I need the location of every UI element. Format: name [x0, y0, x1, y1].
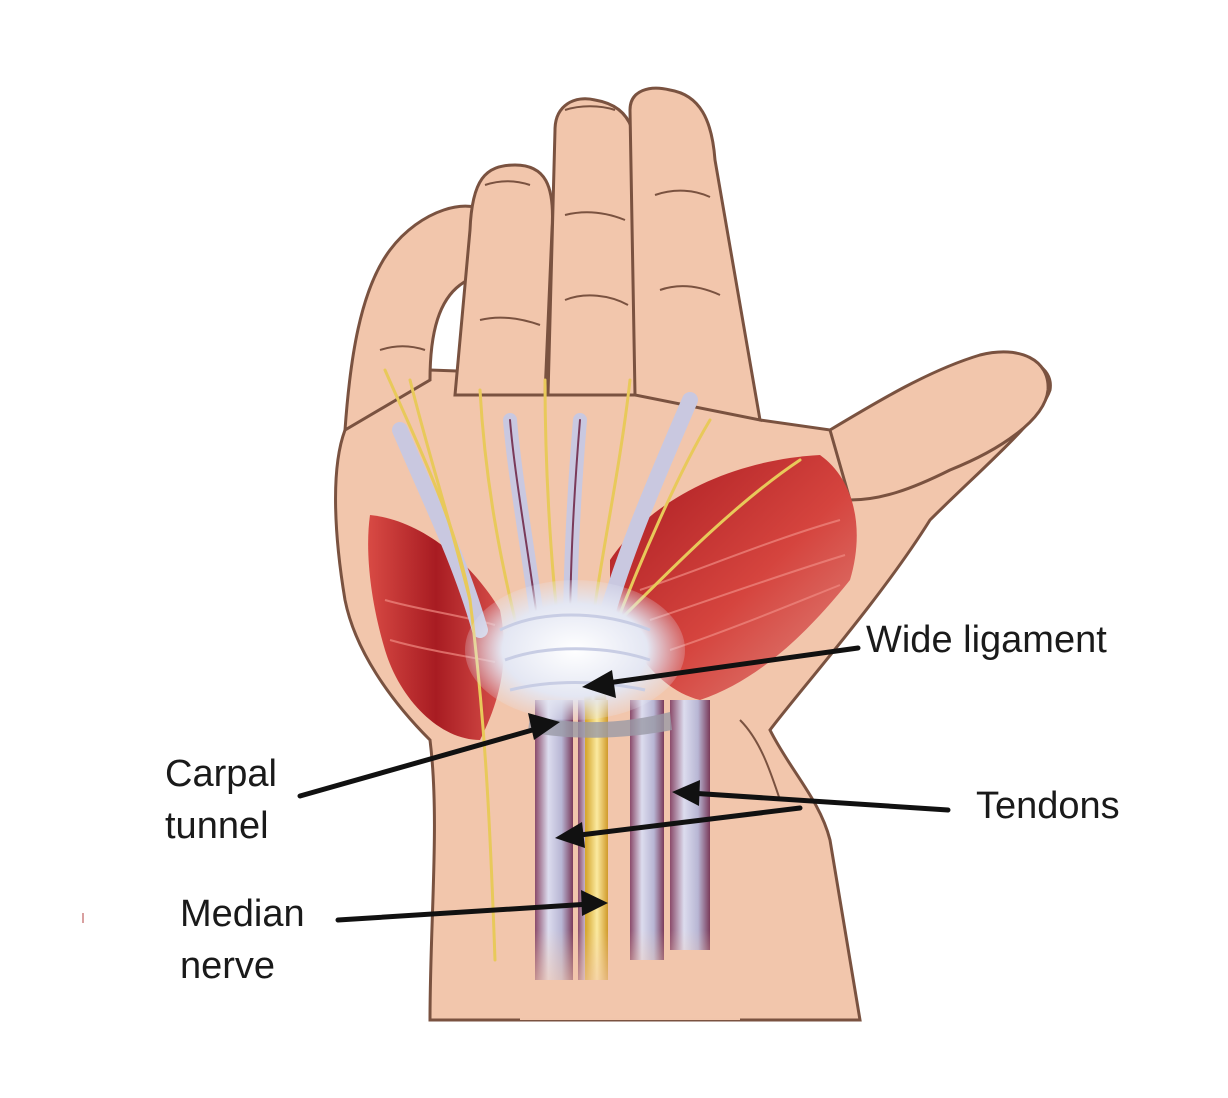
middle-finger: [546, 97, 642, 397]
carpal-tunnel-arrow: [297, 724, 546, 799]
forearm-fade: [520, 930, 740, 1020]
tendons-label: Tendons: [976, 785, 1120, 827]
stray-mark: [82, 913, 84, 923]
median-nerve-label-line2: nerve: [180, 945, 276, 987]
wide-ligament-label: Wide ligament: [866, 619, 1107, 661]
thumb: [828, 350, 1050, 502]
carpal-tunnel-label-line2: tunnel: [165, 805, 269, 847]
tendons-arrow-upper: [687, 790, 951, 813]
median-nerve-label-line1: Median: [180, 893, 305, 935]
index-finger: [628, 86, 762, 422]
carpal-tunnel-floor: [528, 712, 672, 738]
wide-ligament-arrow: [597, 645, 861, 687]
median-nerve-arrow: [335, 901, 593, 923]
hypothenar-muscle: [368, 515, 504, 740]
tendons-arrow-lower: [569, 805, 803, 839]
ring-finger: [453, 163, 555, 397]
ligament-fibers: [499, 613, 651, 692]
arrows: [297, 645, 951, 923]
finger-creases: [379, 105, 721, 351]
carpal-tunnel-label-line1: Carpal: [165, 753, 277, 795]
wrist-crease: [739, 719, 781, 801]
